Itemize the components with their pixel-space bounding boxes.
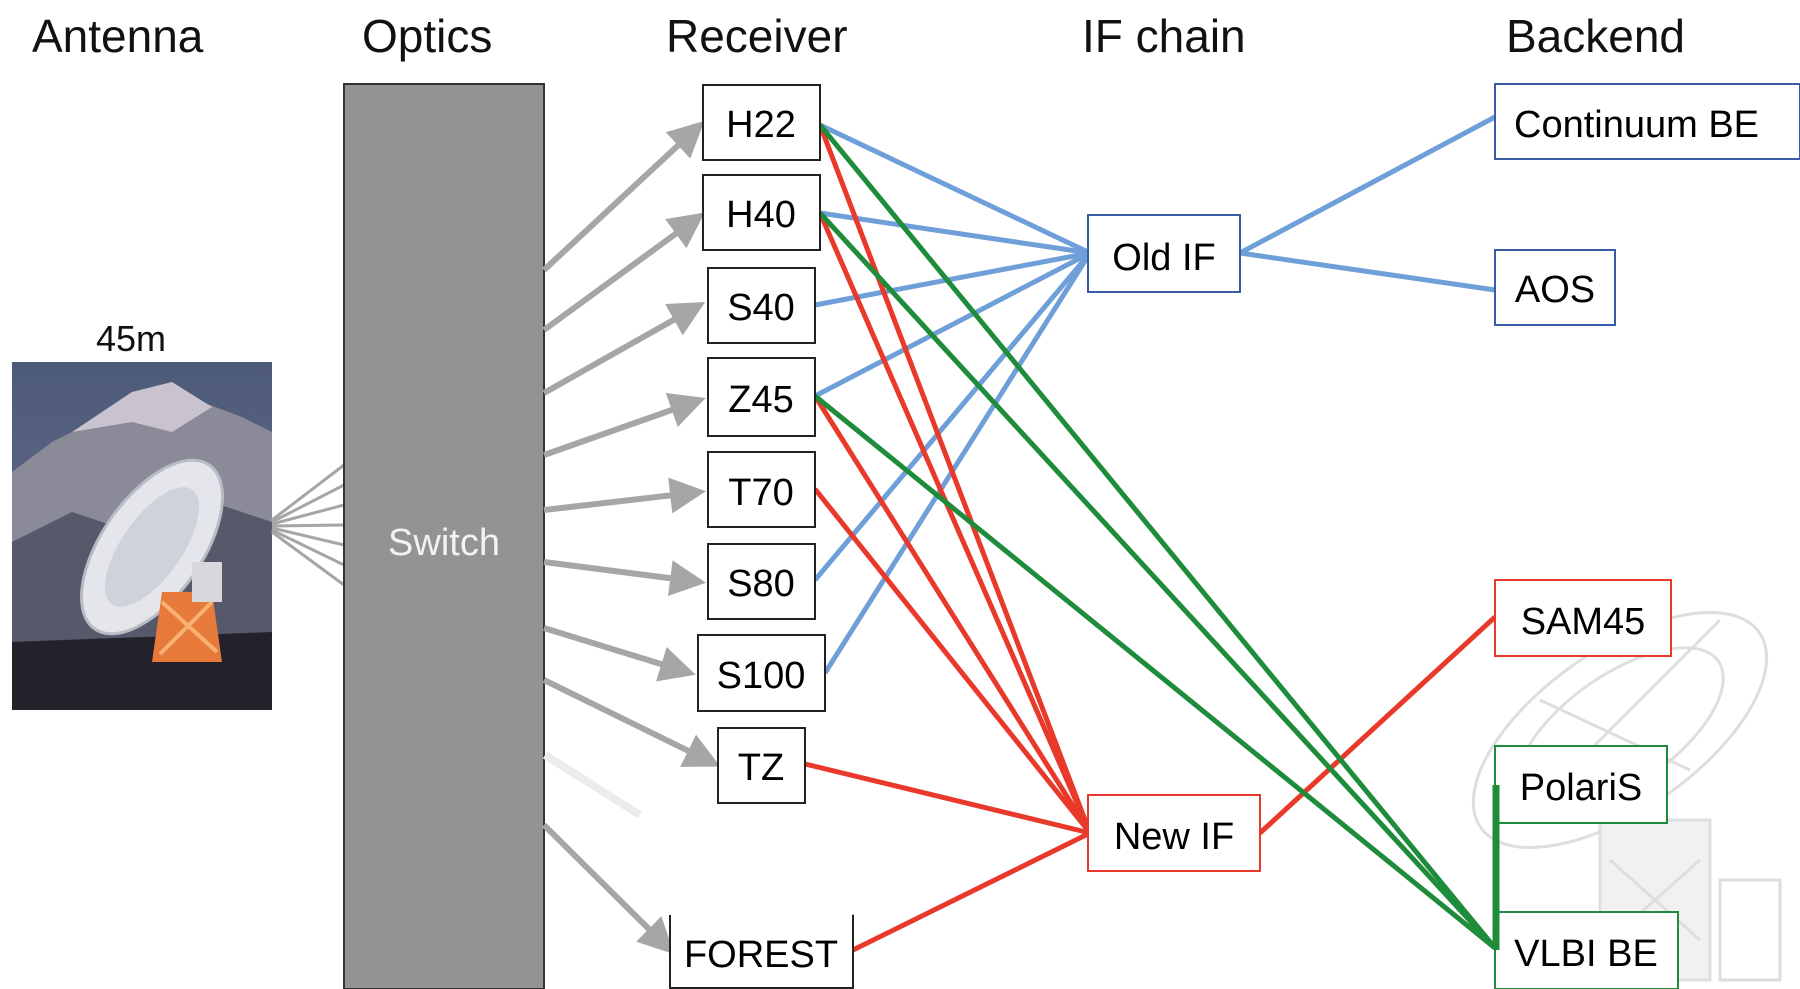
if-old: Old IF xyxy=(1087,214,1241,293)
receiver-s100: S100 xyxy=(697,634,826,712)
receiver-h40: H40 xyxy=(702,174,821,251)
path-t70-newif xyxy=(813,487,1092,835)
path-z45-oldif xyxy=(813,250,1092,399)
svg-text:SAM45: SAM45 xyxy=(1521,601,1646,643)
svg-text:New IF: New IF xyxy=(1114,816,1234,858)
receiver-z45: Z45 xyxy=(707,357,816,437)
receiver-boxes: H22 H40 S40 Z45 T70 S80 S100 TZ FOREST xyxy=(669,84,854,989)
receiver-t70: T70 xyxy=(707,451,816,528)
receiver-forest: FOREST xyxy=(669,909,854,989)
path-s40-oldif xyxy=(814,250,1091,308)
path-oldif-continuum xyxy=(1238,114,1497,256)
column-header-backend: Backend xyxy=(1506,10,1686,62)
optics-arrow-s100 xyxy=(543,625,696,682)
svg-text:AOS: AOS xyxy=(1515,269,1595,311)
path-oldif-aos xyxy=(1239,250,1496,293)
receiver-tz: TZ xyxy=(717,727,806,804)
old-if-paths xyxy=(813,114,1497,675)
optics-arrow-z45 xyxy=(543,392,706,458)
vlbi-paths xyxy=(813,123,1498,950)
optics-arrow-tz xyxy=(542,677,721,767)
path-s100-oldif xyxy=(822,251,1093,675)
column-header-receiver: Receiver xyxy=(666,10,848,62)
svg-text:H22: H22 xyxy=(726,104,796,146)
svg-text:S80: S80 xyxy=(727,563,795,605)
svg-text:TZ: TZ xyxy=(738,747,784,789)
optics-arrow-t70 xyxy=(543,477,706,514)
optics-arrow-forest xyxy=(541,822,675,955)
optics-arrow-s40 xyxy=(542,302,706,396)
new-if-paths xyxy=(804,124,1497,953)
svg-text:T70: T70 xyxy=(728,472,793,514)
backend-continuum: Continuum BE xyxy=(1494,83,1800,160)
occluding-shadow xyxy=(542,751,643,819)
occluding-patch xyxy=(648,810,860,915)
path-newif-sam45 xyxy=(1258,615,1497,835)
receiver-h22: H22 xyxy=(702,84,821,161)
receiver-s40: S40 xyxy=(707,267,816,344)
path-forest-newif xyxy=(851,830,1092,953)
receiver-s80: S80 xyxy=(707,543,816,620)
svg-text:H40: H40 xyxy=(726,194,796,236)
svg-text:Continuum BE: Continuum BE xyxy=(1514,104,1759,146)
backend-polaris: PolariS xyxy=(1494,745,1668,824)
optics-arrow-h22 xyxy=(541,120,705,273)
optics-switch xyxy=(343,83,545,989)
backend-aos: AOS xyxy=(1494,249,1616,326)
svg-text:Old IF: Old IF xyxy=(1112,237,1215,279)
path-h22-newif xyxy=(817,124,1093,834)
path-z45-vlbi xyxy=(813,394,1497,950)
if-new: New IF xyxy=(1087,794,1261,872)
path-s80-oldif xyxy=(813,251,1092,582)
path-h40-oldif xyxy=(819,210,1091,256)
svg-text:VLBI BE: VLBI BE xyxy=(1514,933,1658,975)
svg-text:PolariS: PolariS xyxy=(1520,767,1643,809)
svg-text:FOREST: FOREST xyxy=(684,934,838,976)
optics-arrow-h40 xyxy=(542,212,705,333)
path-z45-newif xyxy=(812,394,1093,835)
path-tz-newif xyxy=(804,761,1091,836)
path-h22-vlbi xyxy=(818,123,1497,950)
optics-arrows xyxy=(541,120,721,955)
path-h40-newif xyxy=(817,212,1093,834)
backend-sam45: SAM45 xyxy=(1494,579,1672,657)
column-header-optics: Optics xyxy=(362,10,493,62)
antenna-label: 45m xyxy=(96,318,167,359)
column-header-antenna: Antenna xyxy=(32,10,204,62)
svg-text:S40: S40 xyxy=(727,287,795,329)
path-h40-vlbi xyxy=(818,211,1497,950)
optics-arrow-s80 xyxy=(543,559,706,597)
column-header-if-chain: IF chain xyxy=(1082,10,1246,62)
antenna-beam-fan xyxy=(271,463,345,587)
path-h22-oldif xyxy=(818,122,1092,256)
switch-label: Switch xyxy=(388,522,500,564)
svg-text:Z45: Z45 xyxy=(728,379,793,421)
backend-vlbi: VLBI BE xyxy=(1494,911,1679,989)
svg-text:S100: S100 xyxy=(717,655,806,697)
radio-telescope-photo xyxy=(12,362,272,710)
